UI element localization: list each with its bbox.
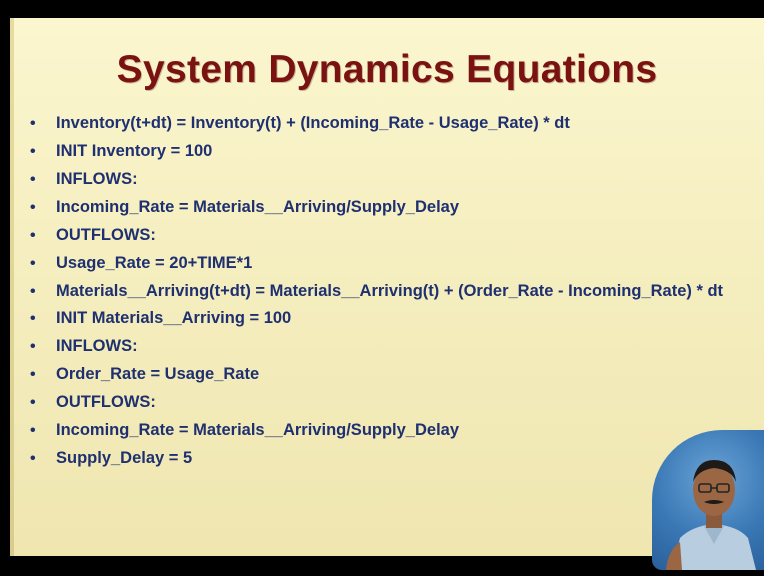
bullet-icon: • (30, 366, 36, 383)
bullet-icon: • (30, 310, 36, 327)
equation-text: INFLOWS: (56, 170, 138, 188)
equation-text: Materials__Arriving(t+dt) = Materials__A… (56, 282, 724, 300)
bullet-icon: • (30, 255, 36, 272)
equation-text: Incoming_Rate = Materials__Arriving/Supp… (56, 198, 460, 216)
list-item: • Order_Rate = Usage_Rate (26, 365, 746, 384)
list-item: • INIT Materials__Arriving = 100 (26, 309, 746, 328)
list-item: • Inventory(t+dt) = Inventory(t) + (Incom… (26, 114, 746, 133)
bullet-icon: • (30, 227, 36, 244)
list-item: • OUTFLOWS: (26, 226, 746, 245)
equation-text: OUTFLOWS: (56, 226, 156, 244)
equation-text: Inventory(t+dt) = Inventory(t) + (Incomi… (56, 114, 570, 132)
bullet-icon: • (30, 394, 36, 411)
bullet-icon: • (30, 171, 36, 188)
bullet-icon: • (30, 115, 36, 132)
bullet-icon: • (30, 143, 36, 160)
equation-text: INIT Materials__Arriving = 100 (56, 309, 292, 327)
list-item: • Materials__Arriving(t+dt) = Materials__… (26, 282, 746, 301)
bullet-icon: • (30, 199, 36, 216)
equation-text: INIT Inventory = 100 (56, 142, 213, 160)
presenter-figure (666, 460, 756, 570)
bullet-icon: • (30, 450, 36, 467)
equation-list: • Inventory(t+dt) = Inventory(t) + (Incom… (26, 114, 746, 477)
bullet-icon: • (30, 283, 36, 300)
list-item: • Supply_Delay = 5 (26, 449, 746, 468)
slide-title: System Dynamics Equations (116, 48, 658, 91)
equation-text: Order_Rate = Usage_Rate (56, 365, 260, 383)
equation-text: Supply_Delay = 5 (56, 449, 193, 467)
list-item: • Incoming_Rate = Materials__Arriving/Sup… (26, 198, 746, 217)
presenter-webcam-icon (652, 430, 764, 570)
presentation-slide: System Dynamics Equations • Inventory(t+d… (10, 18, 764, 556)
bullet-icon: • (30, 338, 36, 355)
list-item: • Usage_Rate = 20+TIME*1 (26, 254, 746, 273)
bullet-icon: • (30, 422, 36, 439)
equation-text: OUTFLOWS: (56, 393, 156, 411)
equation-text: INFLOWS: (56, 337, 138, 355)
list-item: • INFLOWS: (26, 170, 746, 189)
equation-text: Incoming_Rate = Materials__Arriving/Supp… (56, 421, 460, 439)
slide-edge (10, 18, 14, 556)
equation-text: Usage_Rate = 20+TIME*1 (56, 254, 253, 272)
list-item: • Incoming_Rate = Materials__Arriving/Sup… (26, 421, 746, 440)
list-item: • INIT Inventory = 100 (26, 142, 746, 161)
list-item: • INFLOWS: (26, 337, 746, 356)
list-item: • OUTFLOWS: (26, 393, 746, 412)
